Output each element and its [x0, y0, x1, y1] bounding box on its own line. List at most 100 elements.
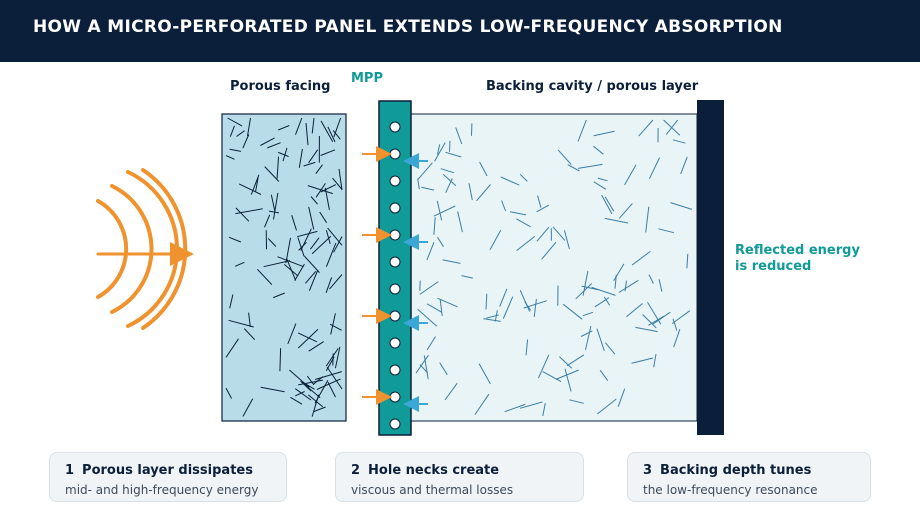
- fiber: [327, 126, 336, 143]
- fiber: [618, 203, 633, 219]
- fiber: [325, 277, 333, 293]
- fiber: [307, 185, 333, 195]
- card-description: mid- and high-frequency energy: [65, 483, 259, 497]
- porous-facing-layer: [221, 113, 347, 422]
- fiber: [631, 357, 654, 364]
- fiber: [295, 388, 312, 401]
- fiber: [596, 398, 617, 415]
- fiber: [617, 388, 626, 407]
- fiber: [476, 184, 491, 202]
- fiber: [501, 200, 507, 212]
- fiber: [330, 313, 336, 335]
- fiber: [426, 242, 435, 261]
- fiber: [648, 315, 665, 326]
- fiber: [594, 297, 610, 308]
- fiber: [426, 336, 436, 351]
- reflected-energy-line2: is reduced: [735, 259, 812, 274]
- fiber: [434, 142, 446, 162]
- fiber: [626, 303, 643, 318]
- fiber: [297, 332, 318, 343]
- page-title: HOW A MICRO-PERFORATED PANEL EXTENDS LOW…: [33, 17, 783, 37]
- fiber: [672, 139, 686, 144]
- fiber: [417, 178, 420, 190]
- fiber: [436, 200, 443, 221]
- fiber: [236, 130, 245, 137]
- fiber: [276, 156, 279, 179]
- fiber: [273, 292, 285, 299]
- fiber: [645, 206, 650, 233]
- fiber: [635, 326, 658, 333]
- fiber: [267, 238, 277, 247]
- perforation-hole: [389, 229, 401, 241]
- fiber: [631, 250, 651, 266]
- fiber: [593, 181, 607, 190]
- fiber: [285, 237, 291, 264]
- perforation-hole: [389, 148, 401, 160]
- fiber: [652, 311, 671, 325]
- fiber: [333, 236, 343, 253]
- fiber: [264, 166, 280, 182]
- fiber: [525, 339, 529, 356]
- fiber: [596, 328, 605, 351]
- fiber: [306, 375, 315, 386]
- fiber: [449, 140, 451, 152]
- fiber: [332, 177, 343, 190]
- title-bar: HOW A MICRO-PERFORATED PANEL EXTENDS LOW…: [0, 0, 920, 62]
- fiber: [541, 241, 557, 260]
- fiber: [519, 401, 543, 409]
- fiber: [613, 263, 625, 282]
- fiber: [327, 381, 336, 398]
- fiber: [542, 371, 562, 383]
- fiber: [334, 346, 341, 369]
- fiber: [433, 205, 456, 217]
- fiber: [305, 383, 315, 390]
- mpp-perforations: [389, 121, 401, 430]
- fiber: [282, 147, 288, 162]
- fiber: [332, 130, 341, 140]
- fiber: [308, 206, 315, 230]
- fiber: [536, 226, 550, 242]
- fiber: [500, 176, 520, 186]
- fiber: [591, 286, 616, 296]
- fiber: [499, 288, 508, 307]
- fiber: [555, 369, 579, 380]
- fiber: [519, 289, 531, 312]
- fiber: [260, 137, 275, 146]
- returning-flow-arrows: [403, 153, 428, 412]
- fiber: [294, 391, 305, 397]
- fiber: [593, 145, 604, 155]
- fiber: [303, 161, 316, 167]
- fiber: [559, 356, 573, 369]
- fiber: [575, 283, 593, 300]
- fiber: [494, 310, 498, 322]
- fiber: [577, 119, 587, 142]
- fiber: [593, 130, 615, 137]
- fiber: [307, 394, 324, 408]
- fiber: [333, 117, 342, 138]
- fiber: [304, 255, 320, 273]
- perforation-hole: [389, 121, 401, 133]
- perforation-hole: [389, 337, 401, 349]
- perforation-hole: [389, 283, 401, 295]
- fiber: [319, 211, 328, 223]
- fiber: [564, 368, 572, 392]
- fiber: [417, 308, 438, 327]
- fiber: [314, 371, 342, 380]
- fiber: [624, 164, 637, 186]
- fiber: [670, 202, 693, 210]
- fiber: [680, 156, 688, 175]
- fiber: [421, 186, 435, 191]
- fiber: [489, 229, 502, 251]
- fiber: [663, 119, 681, 136]
- fiber: [455, 127, 463, 145]
- fiber: [457, 211, 463, 233]
- fiber: [290, 396, 303, 405]
- fiber: [468, 183, 473, 201]
- card-heading: Backing depth tunes: [660, 463, 812, 478]
- fiber: [305, 122, 309, 146]
- fiber: [243, 328, 256, 341]
- fiber: [310, 237, 320, 250]
